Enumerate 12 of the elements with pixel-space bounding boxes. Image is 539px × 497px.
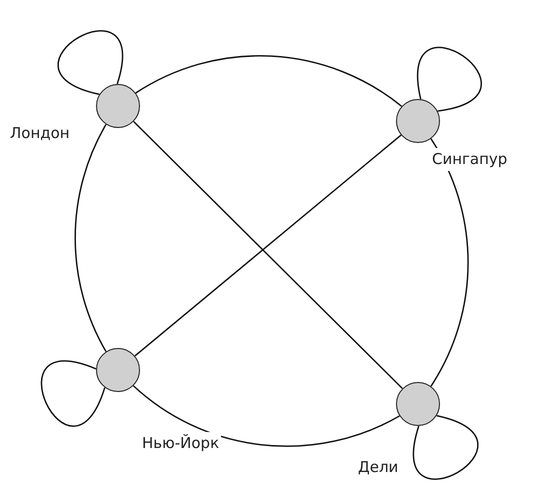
loop-line — [412, 415, 478, 480]
city-label: Сингапур — [430, 148, 510, 170]
loop-line — [58, 30, 124, 95]
connector-line — [430, 138, 468, 387]
connector-line — [132, 385, 400, 447]
loop-line — [416, 46, 482, 112]
loop-line — [41, 360, 106, 427]
connector-line — [134, 134, 402, 356]
connector-line — [135, 55, 402, 107]
connector-line — [133, 121, 403, 389]
city-label: Нью-Йорк — [140, 432, 222, 454]
connector-line — [74, 124, 107, 352]
